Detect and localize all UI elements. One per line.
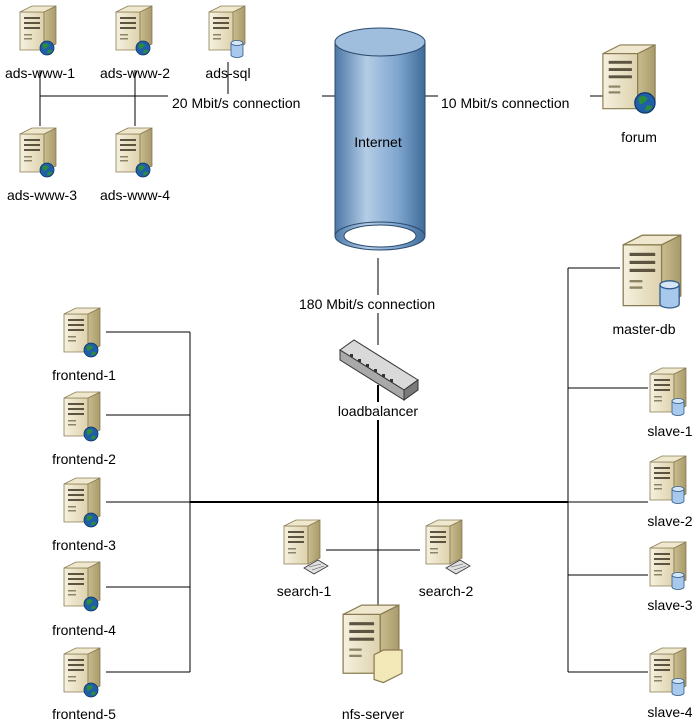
frontend-3-node: frontend-3: [52, 477, 116, 553]
slave-2-label: slave-2: [647, 513, 692, 529]
slave-3-node: slave-3: [647, 541, 693, 613]
slave-4-label: slave-4: [647, 704, 692, 720]
server-database-icon: [622, 234, 682, 309]
slave-3-label: slave-3: [647, 597, 692, 613]
server-globe-icon: [63, 647, 101, 698]
ads-www-3-label: ads-www-3: [7, 187, 77, 203]
loadbalancer-node: loadbalancer: [330, 339, 426, 420]
search-2-node: search-2: [419, 519, 474, 599]
server-globe-icon: [115, 5, 153, 56]
slave-4-node: slave-4: [647, 647, 693, 720]
ads-sql-label: ads-sql: [205, 65, 250, 81]
slave-2-node: slave-2: [647, 455, 693, 529]
frontend-1-label: frontend-1: [52, 367, 116, 383]
server-database-icon: [649, 455, 687, 504]
frontend-1-node: frontend-1: [52, 307, 116, 383]
switch-icon: [339, 339, 419, 401]
ads-www-2-label: ads-www-2: [100, 65, 170, 81]
server-globe-icon: [63, 307, 101, 358]
ads-www-1-node: ads-www-1: [5, 5, 75, 81]
connection-lines: [39, 62, 648, 673]
frontend-2-label: frontend-2: [52, 451, 116, 467]
ads-www-3-node: ads-www-3: [7, 127, 77, 203]
search-1-label: search-1: [277, 583, 332, 599]
internet-label: Internet: [354, 134, 402, 150]
server-globe-icon: [602, 44, 656, 114]
frontend-4-label: frontend-4: [52, 622, 116, 638]
slave-1-label: slave-1: [647, 423, 692, 439]
server-database-icon: [649, 367, 687, 416]
master-db-node: master-db: [612, 234, 682, 337]
server-folder-icon: [342, 604, 403, 684]
forum-connection-label: 10 Mbit/s connection: [441, 95, 569, 111]
ads-sql-node: ads-sql: [205, 5, 251, 81]
frontend-5-label: frontend-5: [52, 706, 116, 722]
nfs-server-label: nfs-server: [342, 706, 405, 722]
server-keyboard-icon: [425, 519, 471, 575]
server-globe-icon: [63, 561, 101, 612]
ads-www-4-label: ads-www-4: [100, 187, 170, 203]
forum-label: forum: [621, 129, 657, 145]
slave-1-node: slave-1: [647, 367, 693, 439]
server-database-icon: [649, 541, 687, 590]
server-globe-icon: [63, 391, 101, 442]
ads-www-1-label: ads-www-1: [5, 65, 75, 81]
server-globe-icon: [115, 127, 153, 178]
search-1-node: search-1: [277, 519, 332, 599]
forum-node: forum: [602, 44, 664, 145]
frontend-2-node: frontend-2: [52, 391, 116, 467]
ads-connection-label: 20 Mbit/s connection: [172, 95, 300, 111]
nfs-server-node: nfs-server: [342, 604, 405, 722]
search-2-label: search-2: [419, 583, 474, 599]
loadbalancer-label: loadbalancer: [338, 403, 419, 419]
frontend-4-node: frontend-4: [52, 561, 116, 638]
server-globe-icon: [19, 127, 57, 178]
internet-cylinder-icon: Internet: [334, 27, 426, 251]
server-keyboard-icon: [283, 519, 329, 575]
server-database-icon: [649, 647, 687, 696]
lb-connection-label: 180 Mbit/s connection: [299, 296, 435, 312]
master-db-label: master-db: [612, 321, 675, 337]
frontend-3-label: frontend-3: [52, 537, 116, 553]
frontend-5-node: frontend-5: [52, 647, 116, 722]
server-globe-icon: [19, 5, 57, 56]
server-database-icon: [208, 5, 246, 58]
ads-www-4-node: ads-www-4: [100, 127, 170, 203]
server-globe-icon: [63, 477, 101, 528]
ads-www-2-node: ads-www-2: [100, 5, 170, 81]
